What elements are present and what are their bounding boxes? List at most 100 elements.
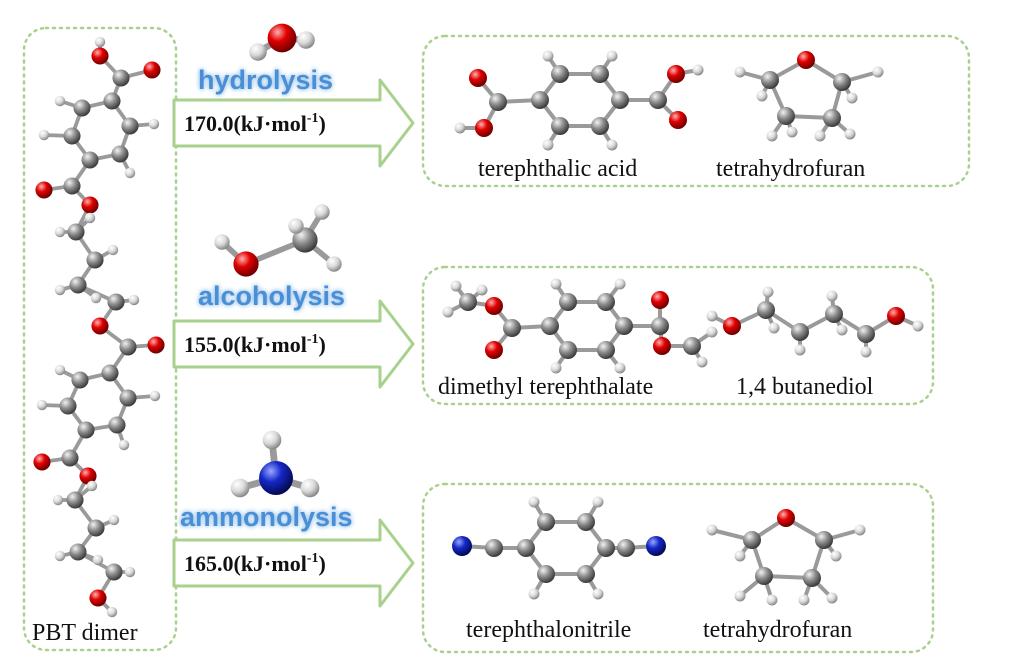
hydrogen-atom — [54, 226, 66, 238]
carbon-atom — [617, 539, 635, 557]
hydrogen-atom — [814, 130, 826, 142]
hydrogen-atom — [314, 204, 330, 220]
carbon-atom — [107, 293, 125, 311]
hydrogen-atom — [756, 90, 768, 102]
hydrogen-atom — [36, 399, 48, 411]
hydrogen-atom — [128, 294, 140, 306]
oxygen-atom — [89, 589, 107, 607]
hydrogen-atom — [826, 290, 838, 302]
oxygen-atom — [233, 251, 259, 277]
hydrogen-atom — [766, 130, 778, 142]
hydrogen-atom — [54, 95, 66, 107]
carbon-atom — [597, 539, 615, 557]
hydrogen-atom — [108, 514, 120, 526]
carbon-atom — [825, 305, 843, 323]
hydrogen-atom — [614, 278, 626, 290]
oxygen-atom — [267, 23, 297, 53]
hydrogen-atom — [844, 128, 856, 140]
carbon-atom — [651, 317, 669, 335]
hydrogen-atom — [550, 362, 562, 374]
hydrogen-atom — [118, 439, 130, 451]
hydrogen-atom — [734, 590, 746, 602]
oxygen-atom — [667, 65, 685, 83]
hydrogen-atom — [798, 594, 810, 606]
carbon-atom — [105, 563, 123, 581]
hydrogen-atom — [846, 92, 858, 104]
carbon-atom — [86, 251, 104, 269]
hydrogen-atom — [606, 50, 618, 62]
hydrogen-atom — [696, 356, 708, 368]
hydrogen-atom — [86, 480, 98, 492]
carbon-atom — [531, 91, 549, 109]
carbon-atom — [67, 223, 85, 241]
pbt-dimer-molecule — [33, 36, 165, 618]
carbon-atom — [59, 397, 77, 415]
nitrogen-atom — [259, 461, 293, 495]
carbon-atom — [71, 371, 89, 389]
nitrogen-atom — [646, 536, 666, 556]
oxygen-atom — [485, 297, 503, 315]
hydrogen-atom — [288, 218, 304, 234]
hydrogen-atom — [592, 496, 604, 508]
oxygen-atom — [147, 336, 165, 354]
product-label-3b: tetrahydrofuran — [703, 617, 852, 643]
carbon-atom — [551, 65, 569, 83]
carbon-atom — [503, 319, 521, 337]
hydrogen-atom — [550, 278, 562, 290]
hydrogen-atom — [90, 292, 102, 304]
carbon-atom — [823, 109, 841, 127]
energy-label-2: 155.0(kJ·mol-1) — [184, 332, 326, 357]
reaction-arrow-2 — [172, 299, 415, 389]
hydrogen-atom — [107, 244, 119, 256]
hydrogen-atom — [854, 524, 866, 536]
product-label-1b: tetrahydrofuran — [716, 156, 865, 182]
carbon-atom — [777, 107, 795, 125]
hydrogen-atom — [214, 234, 230, 250]
hydrogen-atom — [300, 478, 320, 498]
carbon-atom — [577, 565, 595, 583]
oxygen-atom — [33, 453, 51, 471]
hydrogen-atom — [450, 280, 462, 292]
oxygen-atom — [81, 196, 99, 214]
carbon-atom — [73, 99, 91, 117]
hydrogen-atom — [836, 324, 848, 336]
methanol-molecule — [214, 204, 342, 277]
reactant-box — [22, 26, 178, 652]
hydrogen-atom — [528, 588, 540, 600]
oxygen-atom — [653, 337, 671, 355]
carbon-atom — [111, 145, 129, 163]
carbon-atom — [112, 69, 130, 87]
carbon-atom — [791, 323, 809, 341]
carbon-atom — [77, 421, 95, 439]
carbon-atom — [119, 338, 137, 356]
energy-label-1: 170.0(kJ·mol-1) — [184, 111, 326, 136]
hydrogen-atom — [528, 496, 540, 508]
carbon-atom — [119, 389, 137, 407]
hydrogen-atom — [706, 310, 718, 322]
hydrogen-atom — [542, 50, 554, 62]
carbon-atom — [61, 449, 79, 467]
carbon-atom — [292, 227, 318, 253]
carbon-atom — [815, 531, 833, 549]
hydrogen-atom — [542, 139, 554, 151]
hydrogen-atom — [149, 390, 161, 402]
product-box-2 — [421, 265, 935, 406]
tetrahydrofuran-molecule-2 — [706, 509, 866, 606]
hydrogen-atom — [872, 66, 884, 78]
terephthalic-acid-molecule — [454, 50, 704, 151]
carbon-atom — [743, 531, 761, 549]
carbon-atom — [649, 91, 667, 109]
carbon-atom — [489, 93, 507, 111]
carbon-atom — [857, 325, 875, 343]
carbon-atom — [611, 91, 629, 109]
reaction-name-hydrolysis: hydrolysis — [198, 65, 333, 95]
oxygen-atom — [797, 51, 815, 69]
hydrogen-atom — [734, 550, 746, 562]
hydrogen-atom — [230, 478, 250, 498]
carbon-atom — [833, 73, 851, 91]
reaction-name-ammonolysis: ammonolysis — [180, 502, 353, 532]
carbon-atom — [559, 341, 577, 359]
oxygen-atom — [79, 467, 97, 485]
hydrogen-atom — [706, 326, 718, 338]
hydrogen-atom — [912, 320, 924, 332]
